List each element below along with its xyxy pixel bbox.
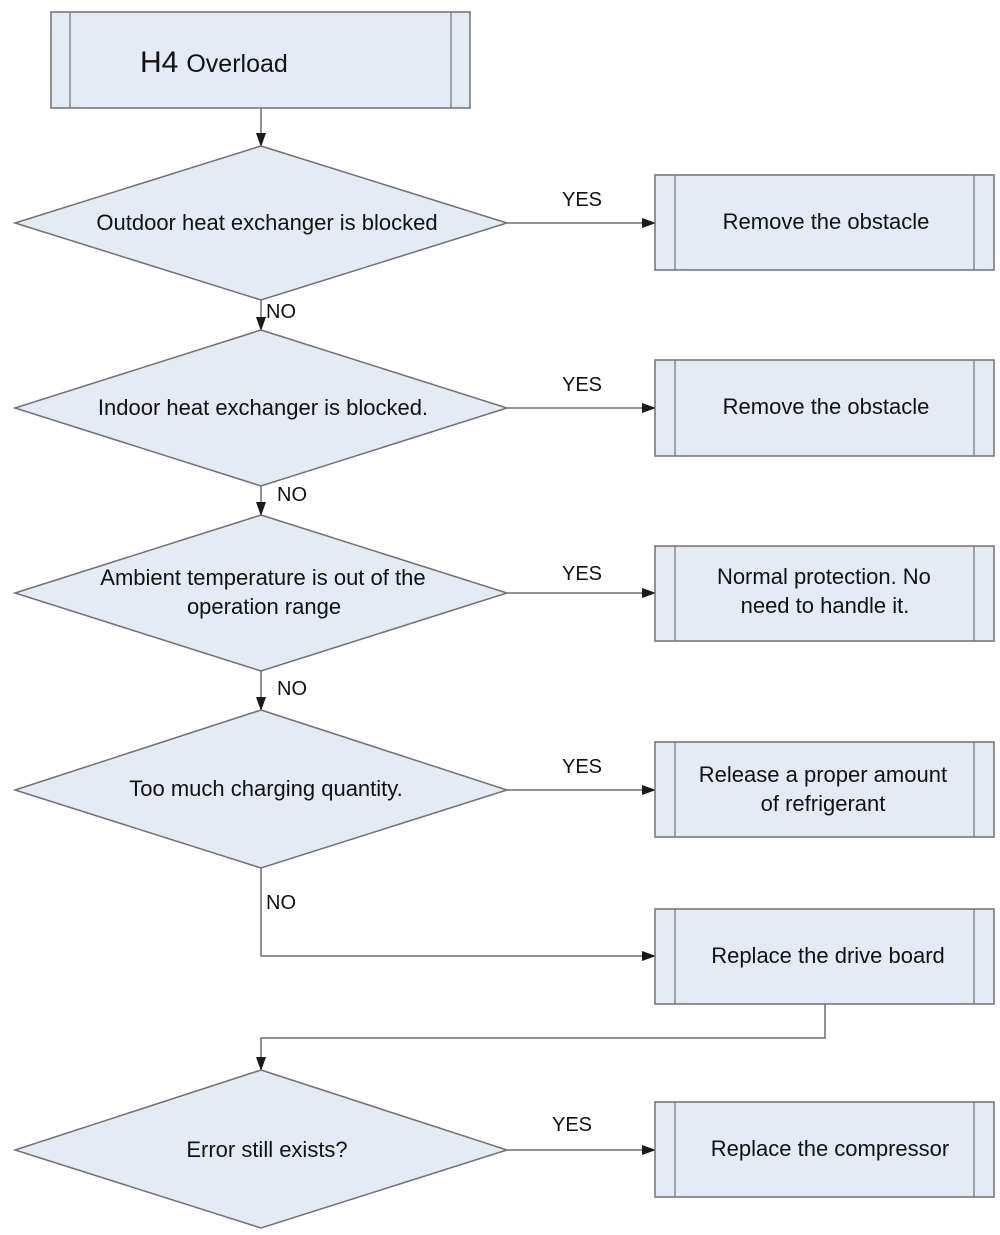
decision-charging-quantity-label: Too much charging quantity. xyxy=(129,776,403,801)
no-label-4: NO xyxy=(266,892,296,914)
yes-label-2: YES xyxy=(562,374,602,396)
no-label-2: NO xyxy=(277,484,307,506)
decision-ambient-temp-line-1: Ambient temperature is out of the xyxy=(100,565,425,590)
yes-label-1: YES xyxy=(562,189,602,211)
action-release-refrigerant: Release a proper amount of refrigerant xyxy=(654,741,995,838)
no-label-1: NO xyxy=(266,301,296,323)
decision-error-exists: Error still exists? xyxy=(12,1069,510,1229)
connector-a5-to-d5 xyxy=(256,1004,826,1071)
action-release-refrigerant-line-1: Release a proper amount xyxy=(699,762,947,787)
action-remove-obstacle-2: Remove the obstacle xyxy=(654,359,995,457)
title-box: H4 Overload xyxy=(50,11,471,109)
connector-d4-no xyxy=(260,868,656,961)
svg-text:Remove the obstacle: Remove the obstacle xyxy=(723,209,930,234)
action-normal-protection: Normal protection. No need to handle it. xyxy=(654,545,995,642)
svg-text:Normal protection. No ne: Normal protection. No need to handle it. xyxy=(717,564,937,618)
decision-ambient-temp: Ambient temperature is out of the operat… xyxy=(12,514,510,672)
action-remove-obstacle-1: Remove the obstacle xyxy=(654,174,995,271)
svg-text:Too much charging quantity.: Too much charging quantity. xyxy=(129,776,403,801)
decision-indoor-blocked-label: Indoor heat exchanger is blocked. xyxy=(98,395,428,420)
decision-outdoor-blocked: Outdoor heat exchanger is blocked xyxy=(12,145,510,301)
svg-text:Remove the obstacle: Remove the obstacle xyxy=(723,394,930,419)
action-replace-compressor: Replace the compressor xyxy=(654,1101,995,1198)
svg-text:Release a proper amount: Release a proper amount of refrigerant xyxy=(699,762,953,816)
svg-text:Indoor heat exchanger is block: Indoor heat exchanger is blocked. xyxy=(98,395,428,420)
action-normal-protection-line-1: Normal protection. No xyxy=(717,564,931,589)
decision-indoor-blocked: Indoor heat exchanger is blocked. xyxy=(12,329,510,487)
decision-charging-quantity: Too much charging quantity. xyxy=(12,709,510,869)
no-label-3: NO xyxy=(277,678,307,700)
action-replace-compressor-label: Replace the compressor xyxy=(711,1136,949,1161)
svg-text:Error still exists?: Error still exists? xyxy=(186,1137,347,1162)
branch-labels: YES YES YES YES YES NO NO NO NO xyxy=(266,189,602,1136)
yes-label-5: YES xyxy=(552,1114,592,1136)
action-normal-protection-line-2: need to handle it. xyxy=(741,593,910,618)
svg-text:Ambient temperature is out of: Ambient temperature is out of the operat… xyxy=(100,565,431,619)
action-release-refrigerant-line-2: of refrigerant xyxy=(761,791,886,816)
action-remove-obstacle-2-label: Remove the obstacle xyxy=(723,394,930,419)
svg-text:Replace the compressor: Replace the compressor xyxy=(711,1136,949,1161)
action-remove-obstacle-1-label: Remove the obstacle xyxy=(723,209,930,234)
connectors xyxy=(256,108,826,1155)
action-replace-drive-board-label: Replace the drive board xyxy=(711,943,945,968)
yes-label-3: YES xyxy=(562,563,602,585)
yes-label-4: YES xyxy=(562,756,602,778)
decision-ambient-temp-line-2: operation range xyxy=(187,594,341,619)
title-code: H4 xyxy=(140,46,178,79)
title-text: Overload xyxy=(186,50,287,78)
svg-text:Outdoor heat exchanger is bloc: Outdoor heat exchanger is blocked xyxy=(96,210,437,235)
svg-text:Replace the drive board: Replace the drive board xyxy=(711,943,945,968)
action-replace-drive-board: Replace the drive board xyxy=(654,908,995,1005)
decision-outdoor-blocked-label: Outdoor heat exchanger is blocked xyxy=(96,210,437,235)
decision-error-exists-label: Error still exists? xyxy=(186,1137,347,1162)
